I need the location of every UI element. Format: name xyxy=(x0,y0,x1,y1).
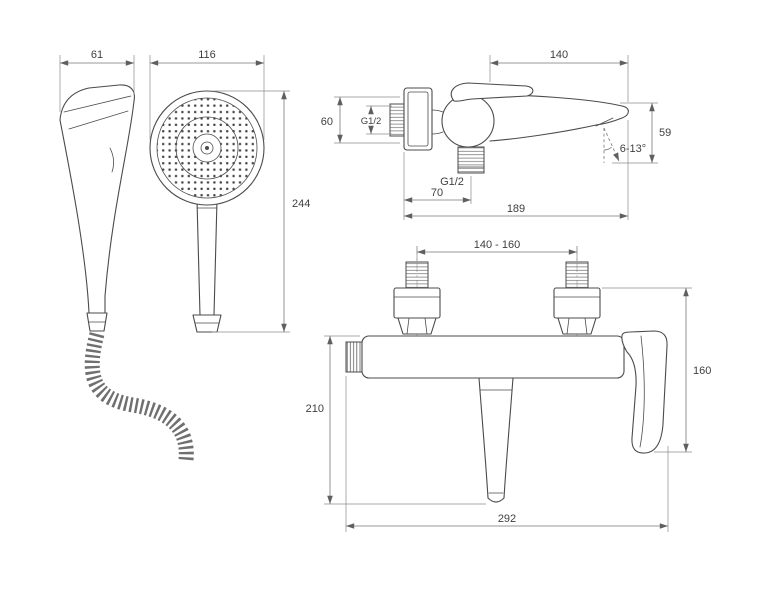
dim-shower-height: 244 xyxy=(212,90,310,333)
inlet-thread xyxy=(389,103,405,137)
dim-label-shower-side-width: 61 xyxy=(91,49,103,61)
dim-body-height: 60 xyxy=(321,96,400,144)
mount-centerlines xyxy=(416,246,578,340)
dim-extension-lines xyxy=(334,96,400,144)
flow-angle-dashed-arrow xyxy=(603,127,620,162)
dim-shower-side-width: 61 xyxy=(59,49,135,112)
union-housing-right xyxy=(553,287,601,319)
shower-mode-button xyxy=(109,147,114,173)
union-housing-left xyxy=(393,287,441,319)
dim-front-width: 292 xyxy=(345,376,669,532)
dim-extension-lines xyxy=(59,55,135,112)
shower-front-nut xyxy=(192,314,222,333)
dim-label-body-height: 60 xyxy=(321,116,333,128)
dim-drop-height: 59 xyxy=(612,102,671,164)
dim-label-shower-diameter: 116 xyxy=(198,49,216,61)
spout-front-edges xyxy=(478,377,514,499)
hex-nut-left xyxy=(397,317,437,335)
mount-stub-right xyxy=(565,261,589,289)
dim-extension-lines xyxy=(366,105,392,135)
dim-extension-lines xyxy=(212,90,290,333)
dim-label-front-height-right: 160 xyxy=(693,365,711,377)
faucet-front-view xyxy=(345,246,668,503)
hex-nut-right xyxy=(557,317,597,335)
dim-extension-lines xyxy=(149,55,265,140)
dim-label-mount-spacing: 140 - 160 xyxy=(474,239,520,251)
mount-stub-left xyxy=(405,261,429,289)
dim-label-outlet-thread: G1/2 xyxy=(440,176,464,188)
dim-spout-reach: 140 xyxy=(489,49,629,102)
shower-side-view xyxy=(59,84,135,332)
dim-label-inlet-thread: G1/2 xyxy=(361,116,382,127)
dim-label-wall-offset: 70 xyxy=(431,187,443,199)
shower-face-hub-dot xyxy=(205,146,209,150)
shower-face-mid-ring xyxy=(175,116,239,180)
shower-face-nozzle-dots xyxy=(157,98,258,198)
hex-facet-lines xyxy=(406,317,588,335)
dim-wall-offset: 70 xyxy=(403,152,472,220)
dim-front-height-left: 210 xyxy=(306,335,486,505)
dim-label-spout-reach: 140 xyxy=(550,49,568,61)
shower-front-handle-edges xyxy=(196,199,218,316)
flow-angle-arc xyxy=(603,146,612,151)
shower-outlet-thread xyxy=(457,146,485,174)
lever-handle-side xyxy=(450,82,534,102)
dim-label-front-height-left: 210 xyxy=(306,403,324,415)
dim-mount-spacing: 140 - 160 xyxy=(416,239,578,262)
dim-label-shower-height: 244 xyxy=(292,198,310,210)
dim-shower-front-diameter: 116 xyxy=(149,49,265,140)
dim-inlet-thread: G1/2 xyxy=(361,105,392,135)
mixer-body-front xyxy=(361,335,625,379)
shower-handle-side-outline xyxy=(59,84,135,314)
dim-total-reach: 189 xyxy=(404,120,629,220)
dim-extension-lines xyxy=(416,246,578,262)
dim-label-drop-height: 59 xyxy=(659,127,671,139)
faucet-side-view xyxy=(389,82,629,174)
spout-front-bottom xyxy=(487,497,505,503)
spout-side-outline xyxy=(469,94,629,142)
diverter-knob xyxy=(345,341,363,373)
dim-label-flow-angle: 6-13° xyxy=(620,143,646,155)
dim-extension-lines xyxy=(403,152,472,220)
wall-plate-inner xyxy=(407,91,429,147)
lever-handle-front-detail xyxy=(639,335,645,448)
shower-face-lines xyxy=(63,95,132,130)
dim-extension-lines xyxy=(345,376,669,532)
shower-front-view xyxy=(149,90,265,333)
aerator-line xyxy=(595,117,614,127)
shower-hose xyxy=(84,332,194,461)
dim-label-front-width: 292 xyxy=(498,513,516,525)
mixer-body-circle xyxy=(441,94,495,148)
dim-front-height-right: 160 xyxy=(602,287,711,453)
plate-neck-lines xyxy=(431,109,444,135)
shower-face-hub-ring xyxy=(200,141,214,155)
dim-label-total-reach: 189 xyxy=(507,203,525,215)
